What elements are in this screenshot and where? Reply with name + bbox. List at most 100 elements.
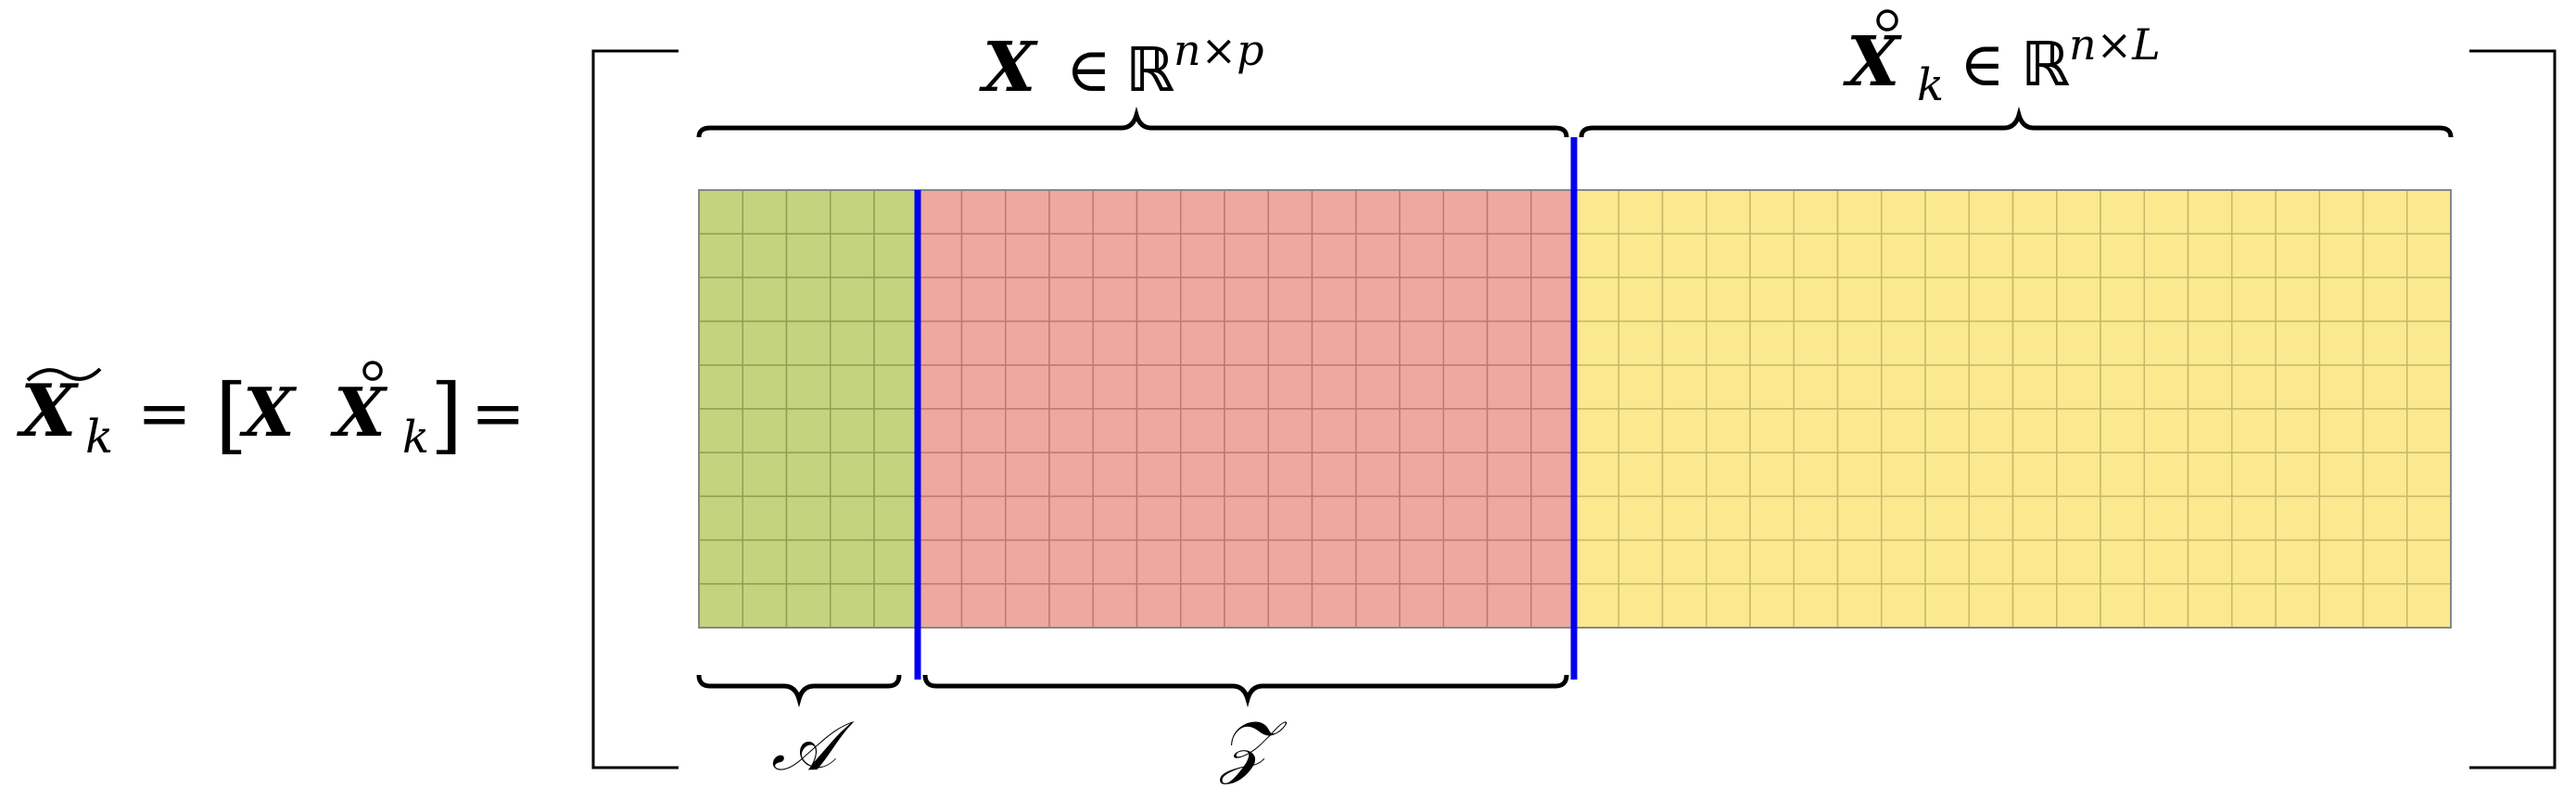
cell-null <box>1048 233 1094 279</box>
cell-null <box>1355 408 1401 453</box>
cell-knockoff <box>1574 189 1619 235</box>
cell-knockoff <box>2362 408 2408 453</box>
cell-null <box>1136 539 1182 585</box>
cell-knockoff <box>1706 539 1751 585</box>
cell-null <box>1355 276 1401 323</box>
cell-knockoff <box>1881 320 1926 366</box>
cell-null <box>1311 408 1357 453</box>
cell-active <box>742 364 788 410</box>
cell-null <box>1267 233 1313 279</box>
cell-null <box>1355 364 1401 410</box>
equals-sign-1: = <box>137 375 192 451</box>
cell-knockoff <box>1618 233 1664 279</box>
cell-knockoff <box>1968 320 2014 366</box>
cell-null <box>1399 451 1444 498</box>
cell-knockoff <box>2318 495 2365 541</box>
cell-knockoff <box>2275 539 2320 585</box>
cell-knockoff <box>1661 539 1707 585</box>
label-xk-in: ∈ <box>1960 29 2005 100</box>
cell-active <box>873 583 919 629</box>
cell-knockoff <box>2318 451 2365 498</box>
cell-null <box>1355 451 1401 498</box>
cell-knockoff <box>2143 408 2189 453</box>
cell-null <box>1180 495 1225 541</box>
cell-null <box>917 451 963 498</box>
cell-knockoff <box>1836 539 1883 585</box>
cell-knockoff <box>1574 276 1619 323</box>
cell-null <box>1224 408 1269 453</box>
cell-knockoff <box>1968 364 2014 410</box>
cell-knockoff <box>2187 276 2233 323</box>
cell-knockoff <box>2143 495 2189 541</box>
cell-knockoff <box>1836 408 1883 453</box>
cell-null <box>1180 583 1225 629</box>
cell-null <box>917 408 963 453</box>
cell-null <box>1399 408 1444 453</box>
cell-active <box>742 408 788 453</box>
outer-bracket-right <box>2469 49 2557 769</box>
cell-null <box>1486 408 1532 453</box>
cell-null <box>1136 233 1182 279</box>
cell-null <box>1399 233 1444 279</box>
cell-null <box>1092 233 1138 279</box>
cell-knockoff <box>2231 495 2277 541</box>
cell-knockoff <box>2056 539 2101 585</box>
cell-null <box>960 495 1007 541</box>
cell-knockoff <box>1661 583 1707 629</box>
tilde-accent <box>26 367 102 382</box>
cell-null <box>1180 539 1225 585</box>
cell-null <box>1267 495 1313 541</box>
cell-null <box>1048 539 1094 585</box>
cell-knockoff <box>2231 320 2277 366</box>
cell-knockoff <box>1706 364 1751 410</box>
inner-xk: X <box>330 373 388 451</box>
cell-active <box>785 495 831 541</box>
cell-null <box>960 583 1007 629</box>
cell-knockoff <box>1924 408 1970 453</box>
cell-knockoff <box>2275 276 2320 323</box>
cell-knockoff <box>2275 233 2320 279</box>
cell-knockoff <box>2056 233 2101 279</box>
top-brace-x <box>696 106 1569 138</box>
cell-null <box>1005 233 1050 279</box>
cell-knockoff <box>1968 451 2014 498</box>
cell-active <box>830 583 875 629</box>
cell-active <box>742 233 788 279</box>
cell-knockoff <box>2406 189 2452 235</box>
cell-null <box>1486 233 1532 279</box>
cell-knockoff <box>2100 189 2145 235</box>
cell-null <box>1092 583 1138 629</box>
equals-sign-2: = <box>471 375 526 451</box>
cell-null <box>1180 276 1225 323</box>
cell-null <box>1224 539 1269 585</box>
cell-knockoff <box>1706 451 1751 498</box>
cell-knockoff <box>2143 189 2189 235</box>
cell-knockoff <box>2056 364 2101 410</box>
cell-null <box>1311 495 1357 541</box>
cell-knockoff <box>2406 583 2452 629</box>
cell-null <box>1311 320 1357 366</box>
cell-knockoff <box>1793 583 1839 629</box>
cell-knockoff <box>1574 451 1619 498</box>
cell-knockoff <box>1793 495 1839 541</box>
cell-knockoff <box>1924 583 1970 629</box>
cell-null <box>1267 364 1313 410</box>
cell-knockoff <box>2318 189 2365 235</box>
cell-knockoff <box>1706 408 1751 453</box>
cell-knockoff <box>2056 320 2101 366</box>
cell-null <box>1486 495 1532 541</box>
cell-null <box>1399 320 1444 366</box>
cell-knockoff <box>1881 408 1926 453</box>
inner-bracket-close: ] <box>430 366 463 464</box>
cell-null <box>960 320 1007 366</box>
cell-active <box>785 408 831 453</box>
cell-null <box>1530 495 1576 541</box>
cell-knockoff <box>2231 364 2277 410</box>
label-x-dim: X ∈ ℝ n×p <box>979 25 1264 108</box>
cell-knockoff <box>2143 364 2189 410</box>
cell-null <box>1267 583 1313 629</box>
cell-knockoff <box>1618 320 1664 366</box>
cell-knockoff <box>1968 189 2014 235</box>
cell-null <box>1224 583 1269 629</box>
cell-knockoff <box>1706 276 1751 323</box>
